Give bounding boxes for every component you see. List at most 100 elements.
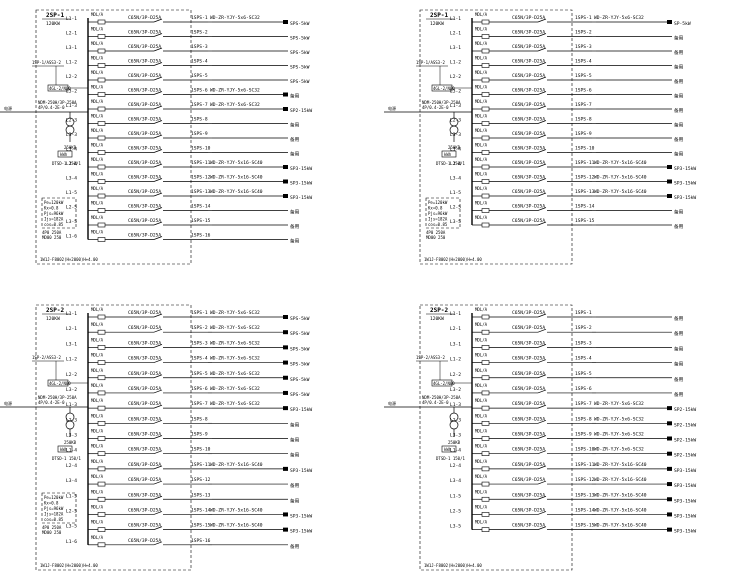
breaker-type: MDL/A <box>91 383 104 388</box>
breaker-type: MDL/A <box>91 12 104 17</box>
load-calc-line: Ijs=182A <box>428 217 448 222</box>
load-label: 备用 <box>674 78 684 85</box>
breaker-type: MDL/A <box>91 56 104 61</box>
switch-blade <box>153 344 163 348</box>
cable-spec: WD-ZR-YJY-5x6-SC32 <box>210 371 260 377</box>
load-calc-line: Pe=120kW <box>44 495 64 500</box>
breaker-type: MDL/A <box>91 99 104 104</box>
load-terminal <box>283 165 288 169</box>
load-calc-box <box>41 197 77 229</box>
breaker-model: C65N/3P-D25A <box>128 416 161 422</box>
load-terminal <box>667 482 672 487</box>
rcd-symbol <box>97 375 106 381</box>
main-rating: 250KB <box>448 440 461 445</box>
phase-label: L2-3 <box>66 118 77 124</box>
cable-spec: WD-ZR-YJY-5x6-SC32 <box>594 447 644 453</box>
load-terminal <box>283 390 288 395</box>
load-label: SPS-5kW <box>290 392 310 398</box>
breaker-type: MDL/A <box>475 459 488 464</box>
breaker-model: C65N/3P-D25A <box>128 30 161 36</box>
breaker-model: C65N/3P-D25A <box>128 386 161 392</box>
panel-power: 120KW <box>46 316 60 322</box>
cable-spec: WD-ZR-YJY-5x16-SC40 <box>594 189 647 195</box>
phase-label: L3-4 <box>66 176 77 182</box>
breaker-model: C65N/3P-D25A <box>512 73 545 79</box>
meter-label: kWh <box>60 447 68 452</box>
breaker-model: C65N/3P-D25A <box>512 30 545 36</box>
switch-blade <box>537 328 547 333</box>
circuit-id: 1SPS-9 <box>191 131 208 137</box>
breaker-model: C65N/3P-D25A <box>512 175 545 181</box>
switch-blade <box>153 62 163 66</box>
breaker-type: MDL/A <box>475 504 488 509</box>
cable-spec: WD-ZR-YJY-5x6-SC32 <box>210 15 260 21</box>
switch-blade <box>537 149 547 153</box>
load-label: 备用 <box>674 376 684 383</box>
rcd-symbol <box>97 63 106 68</box>
breaker-model: C65N/3P-D25A <box>512 131 545 137</box>
switch-blade <box>153 359 163 363</box>
phase-label: L2-4 <box>450 463 461 469</box>
breaker-type: MDL/A <box>91 41 104 46</box>
circuit-id: 1SPS-6 <box>575 386 592 392</box>
switch-blade <box>537 480 547 485</box>
breaker-model: C65N/3P-D25A <box>128 356 161 362</box>
rcd-symbol <box>97 164 106 170</box>
circuit-id: 1SPS-1 <box>575 15 592 21</box>
switch-blade <box>537 120 547 124</box>
switch-blade <box>537 419 547 424</box>
breaker-model: C65N/3P-D25A <box>512 416 545 422</box>
enclosure-outline <box>419 304 573 571</box>
phase-label: L2-5 <box>450 205 461 211</box>
breaker-model: C65N/3P-D25A <box>128 15 161 21</box>
circuit-id: 1SPS-2 <box>191 30 208 36</box>
meter-box <box>57 445 73 453</box>
breaker-model: C65N/3P-D25A <box>512 218 545 224</box>
breaker-type: MDL/A <box>91 143 104 148</box>
switch-blade <box>537 344 547 348</box>
breaker-model: C65N/3P-D25A <box>128 492 161 498</box>
panel-tl: 2SP-1120KW1W1J-F8002(H×2000)H+4.00电源1SP-… <box>0 9 312 265</box>
switch-blade <box>153 313 163 318</box>
circuit-id: 1SPS-7 <box>575 102 592 108</box>
breaker-type: MDL/A <box>91 504 104 509</box>
load-calc-line: Pe=120kW <box>428 200 448 205</box>
circuit-id: 1SPS-10 <box>575 146 595 152</box>
switch-blade <box>153 328 163 333</box>
phase-label: L3-1 <box>450 45 461 51</box>
breaker-model: C65N/3P-D25A <box>512 432 545 438</box>
rcd-symbol <box>481 48 490 54</box>
rcd-symbol <box>481 345 490 350</box>
cable-spec: WD-ZR-YJY-5x16-SC40 <box>594 507 647 513</box>
load-calc-line: Pjs=96kW <box>44 506 64 511</box>
breaker-model: C65N/3P-D25A <box>512 88 545 94</box>
enclosure-outline <box>419 9 573 265</box>
breaker-model: C65N/3P-D25A <box>128 477 161 483</box>
load-terminal <box>667 20 672 24</box>
load-label: 备用 <box>290 223 300 230</box>
breaker-model: C65N/3P-D25A <box>128 462 161 468</box>
breaker-model: C65N/3P-D25A <box>128 73 161 79</box>
load-label: 备用 <box>674 361 684 368</box>
circuit-id: 1SPS-11 <box>191 160 211 166</box>
rcd-symbol <box>481 222 490 228</box>
feed-label: 电源 <box>388 105 396 111</box>
incoming-device-label: 4GL-2/N00 <box>49 86 71 91</box>
breaker-type: MDL/A <box>475 41 488 46</box>
phase-label: L1-2 <box>450 60 461 66</box>
switch-blade <box>153 76 163 81</box>
rcd-symbol <box>97 92 106 97</box>
circuit-id: 1SPS-10 <box>191 146 211 152</box>
phase-label: L1-3 <box>66 402 77 408</box>
breaker-type: MDL/A <box>91 444 104 449</box>
